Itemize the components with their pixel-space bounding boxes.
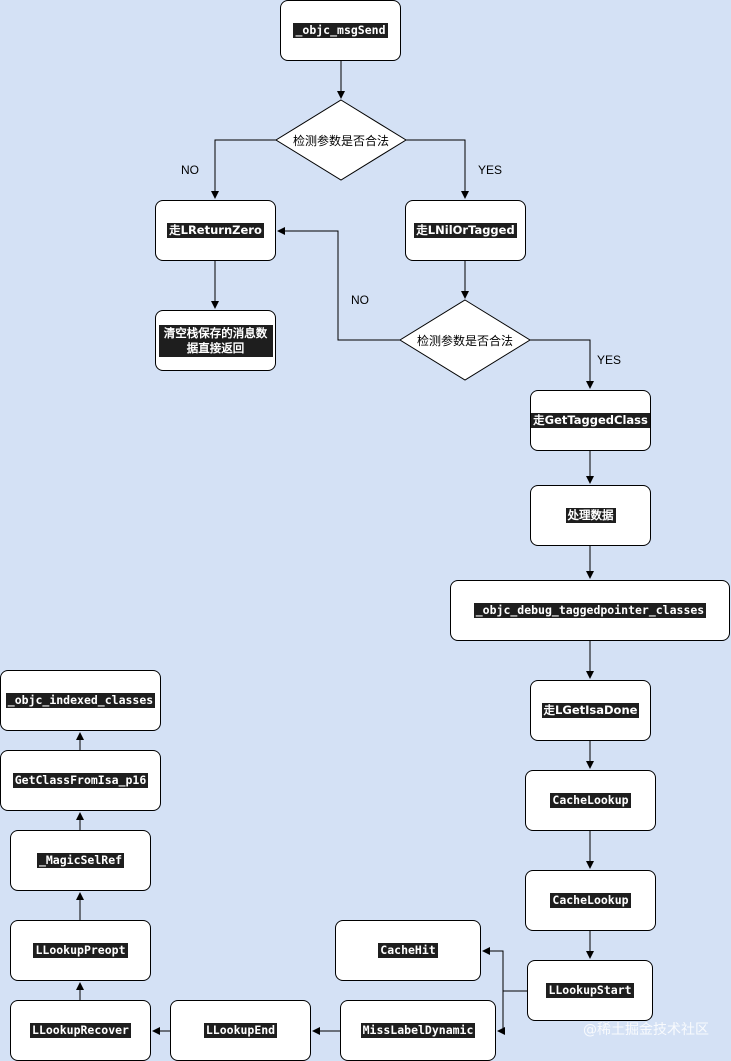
node-gettaggedclass: 走GetTaggedClass [530,390,651,451]
edge-decision1-no [211,139,276,199]
node-cachehit: CacheHit [335,920,481,981]
node-magicselref-label: _MagicSelRef [36,853,125,868]
edge-llookupstart-to-cachehit [482,947,527,992]
edge-label-d1-yes: YES [478,163,503,177]
node-lnilortagged: 走LNilOrTagged [405,200,526,261]
edge-label-d2-no: NO [351,293,369,307]
node-llookupstart-label: LLookupStart [546,983,634,998]
node-indexed-classes-label: _objc_indexed_classes [5,693,156,708]
node-lgetisadone: 走LGetIsaDone [530,680,651,741]
node-lreturnzero-label: 走LReturnZero [167,223,264,238]
node-lnilortagged-label: 走LNilOrTagged [414,223,517,238]
node-llookupend: LLookupEnd [170,1000,311,1061]
node-misslabeldynamic: MissLabelDynamic [340,1000,496,1061]
node-debug-taggedpointer-label: _objc_debug_taggedpointer_classes [473,603,707,618]
node-indexed-classes: _objc_indexed_classes [0,670,161,731]
node-process-data-label: 处理数据 [565,508,616,523]
node-cachelookup-2: CacheLookup [525,870,656,931]
edge-decision2-no [277,227,400,341]
node-cachehit-label: CacheHit [378,943,438,958]
edge-decision1-yes [406,139,469,199]
node-clear-stack: 清空栈保存的消息数据直接返回 [155,310,276,371]
node-lgetisadone-label: 走LGetIsaDone [541,703,640,718]
node-misslabeldynamic-label: MissLabelDynamic [360,1023,476,1038]
decision1-shape [275,99,407,181]
node-lreturnzero: 走LReturnZero [155,200,276,261]
edge-label-d1-no: NO [181,163,199,177]
node-objc-msgsend-label: _objc_msgSend [293,23,388,38]
watermark: @稀土掘金技术社区 [583,1022,709,1038]
edge-label-d2-yes: YES [597,353,622,367]
node-llookuprecover-label: LLookupRecover [30,1023,131,1038]
node-getclassfromisa: GetClassFromIsa_p16 [0,750,161,811]
node-getclassfromisa-label: GetClassFromIsa_p16 [12,773,149,788]
node-cachelookup-1: CacheLookup [525,770,656,831]
decision2-shape [399,299,531,381]
node-clear-stack-label: 清空栈保存的消息数据直接返回 [158,324,273,357]
node-gettaggedclass-label: 走GetTaggedClass [531,413,650,428]
edge-decision2-yes [530,339,594,389]
node-llookuprecover: LLookupRecover [10,1000,151,1061]
edge-llookupstart-to-misslabel [497,990,527,1035]
node-magicselref: _MagicSelRef [10,830,151,891]
node-llookupend-label: LLookupEnd [203,1023,278,1038]
node-cachelookup-1-label: CacheLookup [550,793,631,808]
node-objc-msgsend: _objc_msgSend [280,0,401,61]
decision1-label: 检测参数是否合法 [292,134,389,148]
node-debug-taggedpointer: _objc_debug_taggedpointer_classes [450,580,730,641]
node-llookuppreopt-label: LLookupPreopt [33,943,128,958]
node-llookuppreopt: LLookupPreopt [10,920,151,981]
node-cachelookup-2-label: CacheLookup [550,893,631,908]
node-llookupstart: LLookupStart [527,960,653,1021]
decision2-label: 检测参数是否合法 [416,334,513,348]
node-process-data: 处理数据 [530,485,651,546]
